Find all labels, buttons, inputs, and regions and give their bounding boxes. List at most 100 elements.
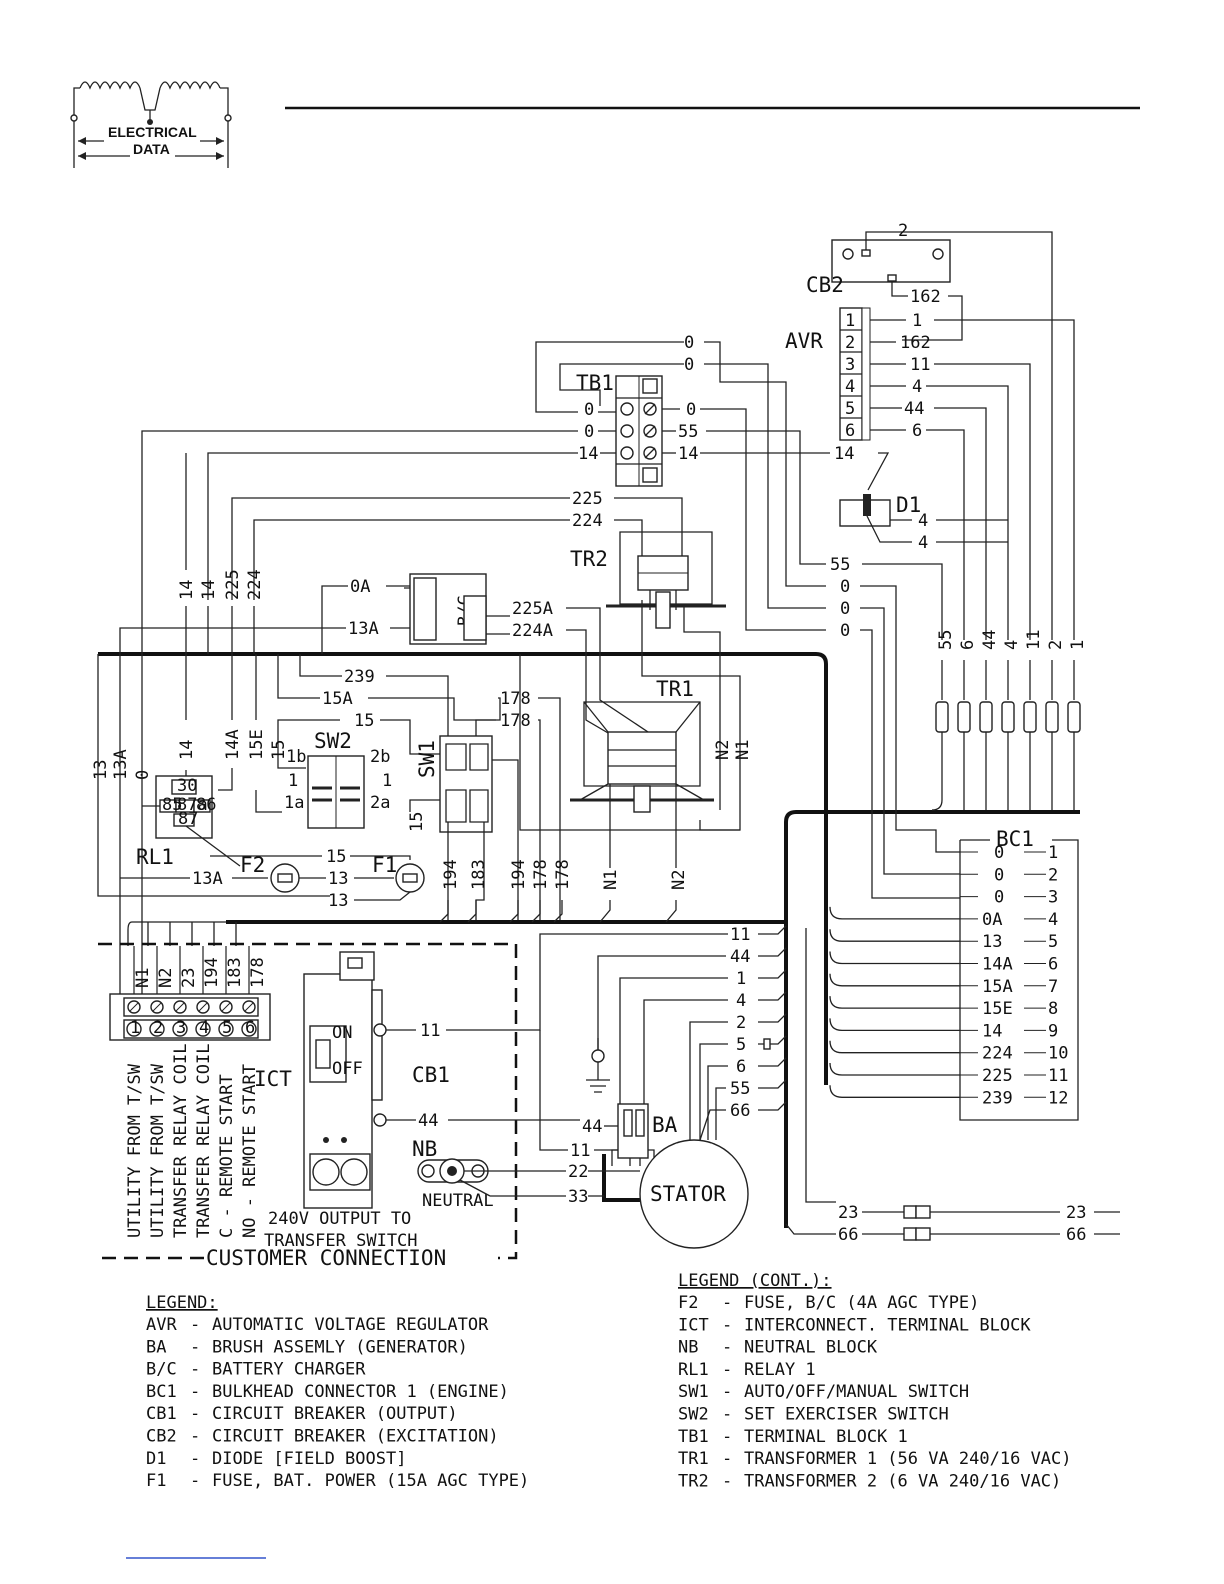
ict-terminal-wire: 178 xyxy=(248,957,268,988)
svg-text:0: 0 xyxy=(684,333,694,353)
legend-dash: - xyxy=(722,1405,732,1425)
legend-description: TERMINAL BLOCK 1 xyxy=(744,1427,908,1447)
svg-text:225: 225 xyxy=(223,569,243,600)
svg-text:240V OUTPUT TO: 240V OUTPUT TO xyxy=(268,1209,411,1229)
legend-description: TRANSFORMER 2 (6 VA 240/16 VAC) xyxy=(744,1471,1061,1491)
svg-text:14: 14 xyxy=(177,740,197,760)
ict-label: ICT xyxy=(254,1067,292,1091)
bc1-row-wire: 13 xyxy=(982,932,1002,952)
svg-text:4: 4 xyxy=(912,377,922,397)
legend-description: SET EXERCISER SWITCH xyxy=(744,1405,949,1425)
legend: LEGEND: AVR-AUTOMATIC VOLTAGE REGULATORB… xyxy=(146,1293,529,1491)
svg-text:N2: N2 xyxy=(713,740,733,760)
legend-code: RL1 xyxy=(678,1360,709,1380)
harness xyxy=(98,652,1080,1228)
legend-code: D1 xyxy=(146,1449,166,1469)
svg-text:15: 15 xyxy=(269,740,289,760)
svg-text:4: 4 xyxy=(918,533,928,553)
stator-wire-label: 55 xyxy=(730,1079,750,1099)
svg-text:13A: 13A xyxy=(192,869,223,889)
svg-text:11: 11 xyxy=(1024,630,1044,650)
svg-text:44: 44 xyxy=(582,1117,602,1137)
legend-dash: - xyxy=(722,1360,732,1380)
stator-wire: 4 xyxy=(643,991,787,1104)
ict-terminal-number: 3 xyxy=(176,1018,186,1038)
legend-dash: - xyxy=(722,1315,732,1335)
ict-terminal-description: UTILITY FROM T/SW xyxy=(148,1063,168,1238)
svg-text:14A: 14A xyxy=(223,729,243,760)
svg-text:6: 6 xyxy=(912,421,922,441)
svg-text:0: 0 xyxy=(684,355,694,375)
electrical-data-icon: ELECTRICAL DATA xyxy=(70,81,232,168)
sw1: SW1 15 xyxy=(407,735,519,920)
stator-wire: 55 xyxy=(715,1079,787,1140)
svg-text:66: 66 xyxy=(838,1225,858,1245)
legend-description: TRANSFORMER 1 (56 VA 240/16 VAC) xyxy=(744,1449,1072,1469)
legend-code: BC1 xyxy=(146,1382,177,1402)
legend-code: F2 xyxy=(678,1293,698,1313)
svg-text:11: 11 xyxy=(910,355,930,375)
bc1-row-pin: 8 xyxy=(1048,999,1058,1019)
icon-text-electrical: ELECTRICAL xyxy=(108,124,197,140)
cb2: CB2 2 162 xyxy=(806,221,1053,640)
legend-code: TR2 xyxy=(678,1471,709,1491)
legend-cont-title: LEGEND (CONT.): xyxy=(678,1271,832,1291)
ict-terminal-description: TRANSFER RELAY COIL xyxy=(194,1044,214,1238)
stator-label: STATOR xyxy=(650,1182,726,1206)
svg-text:2: 2 xyxy=(845,333,855,353)
legend-item: TR1-TRANSFORMER 1 (56 VA 240/16 VAC) xyxy=(678,1449,1072,1469)
svg-text:4: 4 xyxy=(918,511,928,531)
d1: D1 4 4 xyxy=(839,452,1008,553)
output-wires: 23 23 66 66 xyxy=(785,928,1120,1245)
svg-text:183: 183 xyxy=(469,859,489,890)
cb1-breaker: ON OFF CB1 11 44 240V OUTPUT TO TRANSFER… xyxy=(264,933,728,1251)
tr2-label: TR2 xyxy=(570,547,608,571)
stator-wire-label: 1 xyxy=(736,969,746,989)
bc1-row-pin: 2 xyxy=(1048,865,1058,885)
bc1-row-wire: 224 xyxy=(982,1044,1013,1064)
left-labels: 13 13A 0 14 14A 15E 15 xyxy=(91,654,330,897)
avr: AVR 123 456 1 162 11 4 44 6 xyxy=(785,307,1075,640)
ict-terminal-wire: N2 xyxy=(156,968,176,988)
legend-code: SW1 xyxy=(678,1382,709,1402)
tr2: 225 224 TR2 55 0 0 0 xyxy=(231,489,960,899)
cb1-label: CB1 xyxy=(412,1063,450,1087)
f2-label: F2 xyxy=(240,853,265,877)
svg-text:33: 33 xyxy=(568,1187,588,1207)
svg-text:1: 1 xyxy=(1068,640,1088,650)
legend-item: TR2-TRANSFORMER 2 (6 VA 240/16 VAC) xyxy=(678,1471,1061,1491)
svg-text:178: 178 xyxy=(500,689,531,709)
ict-terminal-number: 5 xyxy=(222,1018,232,1038)
bc1-row-pin: 7 xyxy=(1048,977,1058,997)
legend-dash: - xyxy=(190,1471,200,1491)
svg-text:0: 0 xyxy=(133,770,153,780)
bc1-row-wire: 15A xyxy=(982,977,1013,997)
svg-text:55: 55 xyxy=(830,555,850,575)
legend-item: D1-DIODE [FIELD BOOST] xyxy=(146,1449,406,1469)
svg-text:66: 66 xyxy=(1066,1225,1086,1245)
legend-description: CIRCUIT BREAKER (OUTPUT) xyxy=(212,1404,458,1424)
bc1-row-wire: 0A xyxy=(982,910,1002,930)
stator: STATOR xyxy=(639,1139,749,1249)
svg-text:1: 1 xyxy=(382,771,392,791)
svg-text:13A: 13A xyxy=(348,619,379,639)
bc1-row-pin: 10 xyxy=(1048,1044,1068,1064)
svg-text:2: 2 xyxy=(898,221,908,241)
svg-text:15: 15 xyxy=(407,812,427,832)
cb2-label: CB2 xyxy=(806,273,844,297)
svg-text:224: 224 xyxy=(245,569,265,600)
svg-text:14: 14 xyxy=(199,580,219,600)
legend-description: BRUSH ASSEMLY (GENERATOR) xyxy=(212,1337,468,1357)
legend-dash: - xyxy=(190,1382,200,1402)
legend-dash: - xyxy=(722,1449,732,1469)
stator-wire-label: 66 xyxy=(730,1101,750,1121)
stator-wire: 44 xyxy=(597,947,787,1050)
legend-item: CB1-CIRCUIT BREAKER (OUTPUT) xyxy=(146,1404,458,1424)
legend-description: AUTO/OFF/MANUAL SWITCH xyxy=(744,1382,969,1402)
